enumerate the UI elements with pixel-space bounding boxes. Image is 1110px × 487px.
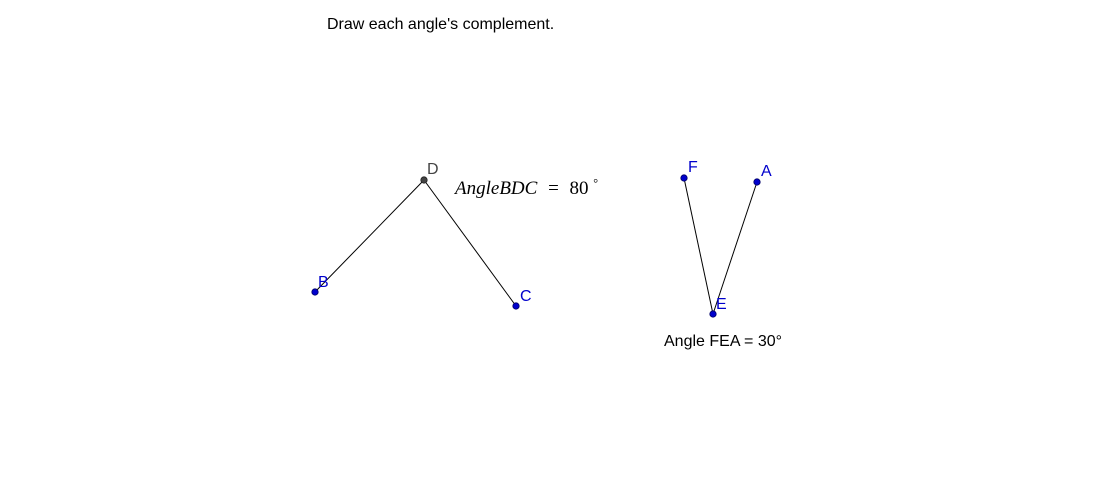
segment-ea[interactable] bbox=[712, 181, 758, 315]
angle-bdc-measure-value: 80 bbox=[570, 178, 589, 199]
point-c[interactable] bbox=[512, 302, 520, 310]
point-f[interactable] bbox=[680, 174, 688, 182]
angle-fea-figure: F A E Angle FEA = 30° bbox=[664, 159, 782, 350]
point-d-label: D bbox=[427, 161, 439, 178]
angle-bdc-measure-unit: ° bbox=[593, 176, 598, 190]
point-b[interactable] bbox=[311, 288, 319, 296]
angle-bdc-measure: AngleBDC = 80 ° bbox=[453, 176, 598, 199]
angle-fea-caption: Angle FEA = 30° bbox=[664, 333, 782, 350]
segment-ef[interactable] bbox=[683, 177, 714, 315]
angle-bdc-measure-eq: = bbox=[548, 178, 559, 199]
point-e-label: E bbox=[716, 296, 727, 313]
segment-db[interactable] bbox=[314, 179, 425, 293]
angle-bdc-measure-name: AngleBDC bbox=[453, 178, 538, 199]
point-f-label: F bbox=[688, 159, 698, 176]
point-b-label: B bbox=[318, 274, 329, 291]
segment-dc[interactable] bbox=[423, 179, 517, 307]
point-a-label: A bbox=[761, 163, 772, 180]
point-c-label: C bbox=[520, 288, 532, 305]
point-a[interactable] bbox=[753, 178, 761, 186]
angle-bdc-figure: D B C AngleBDC = 80 ° bbox=[311, 161, 598, 310]
point-e[interactable] bbox=[709, 310, 717, 318]
instruction-text: Draw each angle's complement. bbox=[327, 16, 554, 33]
point-d[interactable] bbox=[420, 176, 428, 184]
